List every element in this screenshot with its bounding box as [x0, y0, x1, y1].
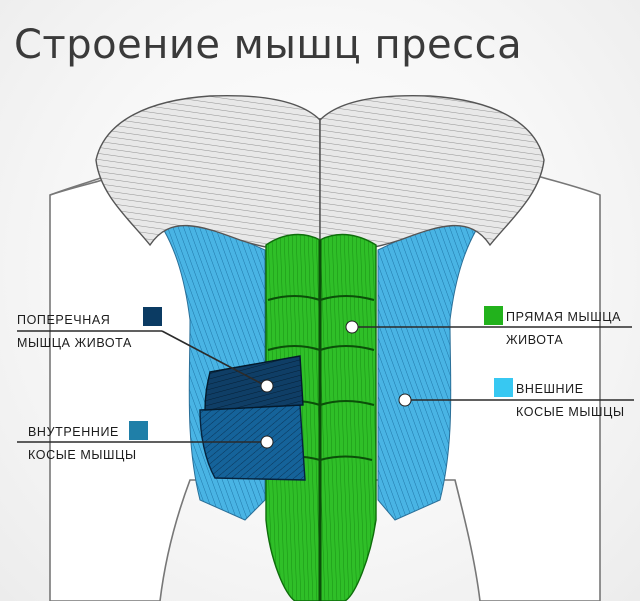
- external-label-line1: ВНЕШНИЕ: [516, 382, 584, 396]
- rectus-color-swatch: [484, 306, 503, 325]
- rectus-label-line1: ПРЯМАЯ МЫШЦА: [506, 310, 622, 324]
- transverse-label-line2: МЫШЦА ЖИВОТА: [17, 336, 132, 350]
- rectus-marker-dot: [345, 320, 359, 334]
- transverse-abdominis: [204, 355, 304, 411]
- internal-label-line1: ВНУТРЕННИЕ: [28, 425, 119, 439]
- external-label-line2: КОСЫЕ МЫШЦЫ: [516, 405, 625, 419]
- internal-label-line2: КОСЫЕ МЫШЦЫ: [28, 448, 137, 462]
- transverse-label-line1: ПОПЕРЕЧНАЯ: [17, 313, 111, 327]
- rectus-label-line2: ЖИВОТА: [506, 333, 564, 347]
- external-marker-dot: [398, 393, 412, 407]
- transverse-color-swatch: [143, 307, 162, 326]
- external-color-swatch: [494, 378, 513, 397]
- internal-marker-dot: [260, 435, 274, 449]
- page-title: Строение мышц пресса: [14, 22, 523, 68]
- leader-lines: [17, 326, 634, 443]
- transverse-marker-dot: [260, 379, 274, 393]
- internal-color-swatch: [129, 421, 148, 440]
